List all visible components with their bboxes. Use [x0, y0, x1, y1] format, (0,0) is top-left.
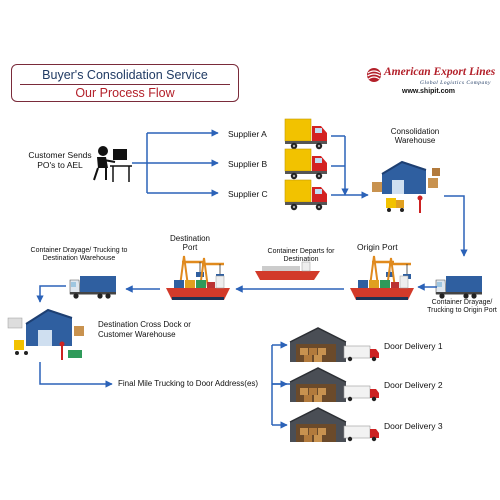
consolidation-warehouse-label: Consolidation Warehouse: [390, 127, 440, 146]
title-divider: [20, 83, 230, 85]
container-departs-label: Container Departs for Destination: [267, 248, 335, 264]
customer-computer-icon: [93, 146, 132, 182]
door-delivery-2-warehouse-icon: [289, 367, 380, 403]
destination-port-icon: [165, 254, 231, 301]
origin-drayage-truck-icon: [435, 275, 483, 300]
consolidation-to-drayage-arrow: [444, 195, 468, 257]
supplier-a-truck-icon: [284, 118, 328, 150]
cross-dock-warehouse-icon: [7, 308, 84, 360]
door-delivery-3-warehouse-icon: [289, 407, 380, 443]
page-title: Buyer's Consolidation Service: [42, 68, 208, 82]
container-ship-icon: [255, 261, 320, 280]
drayage-origin-label: Container Drayage/ Trucking to Origin Po…: [427, 299, 497, 315]
door-delivery-1-warehouse-icon: [289, 327, 380, 363]
crossdock-to-final-mile-arrow: [39, 362, 113, 388]
drayage-to-crossdock-arrow: [36, 285, 66, 303]
globe-icon: [367, 68, 381, 82]
supplier-b-label: Supplier B: [228, 159, 268, 169]
supplier-b-truck-icon: [284, 148, 328, 180]
supplier-a-label: Supplier A: [228, 129, 267, 139]
destination-drayage-truck-icon: [69, 275, 117, 300]
brand-tagline: Global Logistics Company: [420, 80, 491, 86]
customer-to-suppliers-arrows: [132, 129, 219, 197]
suppliers-to-consolidation-arrows: [331, 135, 369, 199]
door-delivery-3-label: Door Delivery 3: [384, 421, 443, 431]
origin-port-label: Origin Port: [357, 242, 398, 252]
cross-dock-label: Destination Cross Dock or Customer Wareh…: [98, 320, 191, 339]
final-mile-label: Final Mile Trucking to Door Address(es): [118, 379, 259, 388]
title-box: Buyer's Consolidation Service Our Proces…: [11, 64, 239, 102]
door-delivery-2-label: Door Delivery 2: [384, 380, 443, 390]
brand-name: American Export Lines: [384, 66, 496, 78]
website-url: www.shipit.com: [402, 88, 456, 95]
door-delivery-1-label: Door Delivery 1: [384, 341, 443, 351]
origin-port-icon: [349, 254, 415, 301]
drayage-destination-label: Container Drayage/ Trucking to Destinati…: [30, 247, 128, 263]
supplier-c-label: Supplier C: [228, 189, 268, 199]
customer-label: Customer Sends PO's to AEL: [28, 150, 92, 170]
page-subtitle: Our Process Flow: [75, 86, 175, 100]
consolidation-warehouse-icon: [372, 160, 440, 213]
destination-port-label: Destination Port: [169, 234, 211, 253]
supplier-c-truck-icon: [284, 179, 328, 211]
